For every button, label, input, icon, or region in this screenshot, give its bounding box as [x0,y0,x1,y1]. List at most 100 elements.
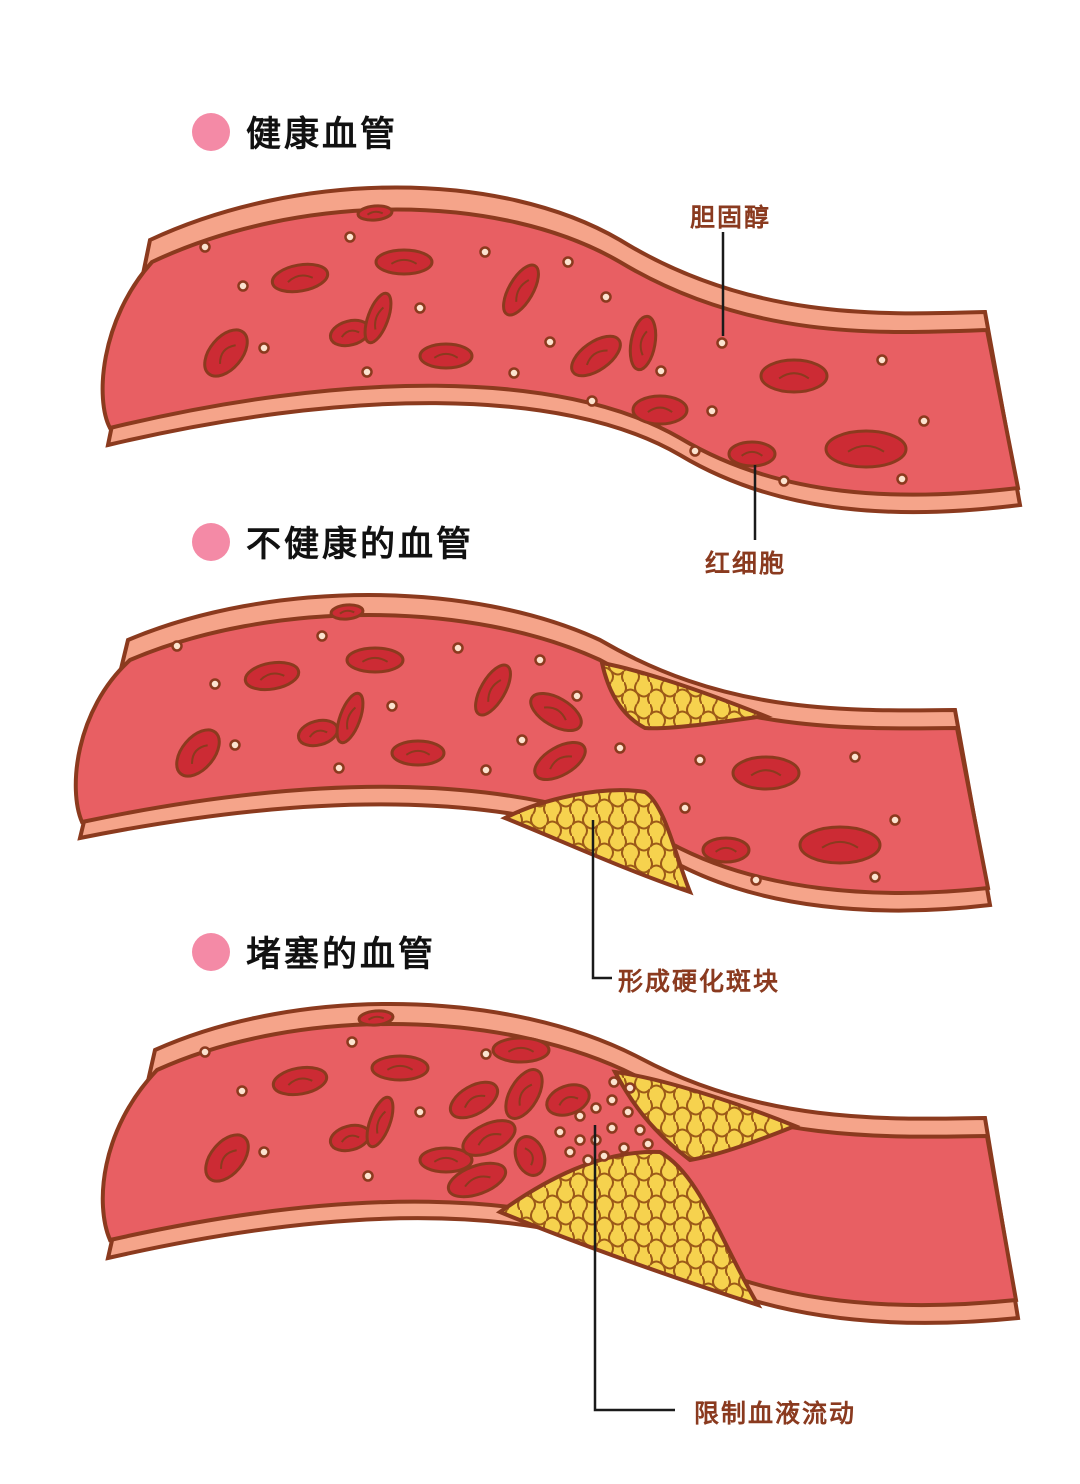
plaque-upper [611,1069,801,1163]
cholesterol-particle [716,337,728,349]
red-blood-cell [570,334,622,378]
cholesterol-particles [199,231,930,487]
red-blood-cell [448,1080,500,1120]
cholesterol-particle [199,1046,211,1058]
cholesterol-particle [564,1146,576,1158]
cholesterol-particles [199,1036,654,1182]
cholesterol-particle [634,1124,646,1136]
red-blood-cell [529,691,583,733]
plaque-lower [495,1149,763,1309]
leader-lines [591,232,757,1412]
red-blood-cell [418,342,474,370]
cholesterol-particle [582,1154,594,1166]
red-blood-cell [731,755,801,791]
cholesterol-particle [229,739,241,751]
red-blood-cell [357,1009,395,1027]
red-blood-cell [418,1146,474,1174]
red-blood-cell [545,1083,591,1117]
cholesterol-particle [918,415,930,427]
red-blood-cell [461,1119,517,1157]
section-title-text: 堵塞的血管 [246,935,437,975]
blocked-vessel [100,1002,1021,1325]
cholesterol-particle [344,231,356,243]
red-blood-cell [446,1161,508,1199]
cholesterol-particle [571,690,583,702]
cholesterol-particle [361,366,373,378]
bullet-dot-icon [192,112,230,151]
cholesterol-particle [778,475,790,487]
red-blood-cell [370,1054,430,1082]
cholesterol-particle [655,365,667,377]
section-title-unhealthy: 不健康的血管 [192,516,474,567]
red-blood-cell [270,262,330,294]
red-blood-cell [345,646,405,674]
red-blood-cell [329,603,365,621]
cholesterol-particle [199,241,211,253]
cholesterol-particle [258,1146,270,1158]
red-blood-cell [175,728,221,778]
section-title-healthy: 健康血管 [192,106,398,157]
red-blood-cell [335,691,365,745]
red-blood-cell [504,1068,544,1120]
bullet-dot-icon [192,932,230,971]
unhealthy-vessel [73,593,993,913]
red-blood-cell [390,739,446,767]
red-blood-cell [727,440,777,468]
cholesterol-particle [574,1110,586,1122]
restrict-flow-leader [593,1125,675,1412]
cholesterol-particle [750,874,762,886]
healthy-vessel [100,185,1023,515]
cholesterol-particle [508,367,520,379]
bullet-dot-icon [192,522,230,561]
cholesterol-particle [209,678,221,690]
red-blood-cell [356,204,394,222]
plaque-leader [591,820,612,980]
cholesterol-particle [554,1126,566,1138]
red-blood-cell [474,663,512,717]
red-blood-cell [271,1065,329,1097]
cholesterol-particle [516,734,528,746]
red-blood-cell [628,314,658,372]
red-blood-cell [502,263,540,317]
red-blood-cell [328,1123,372,1153]
cholesterol-particle [414,302,426,314]
cholesterol-particle [386,700,398,712]
plaque-upper [599,660,773,731]
red-blood-cell [363,291,393,345]
vessel-lumen [100,207,1021,497]
cholesterol-particle [333,762,345,774]
red-blood-cell [701,836,751,864]
cholesterol-particle [562,256,574,268]
cholesterol-particle [624,1082,636,1094]
cholesterol-particle [236,1085,248,1097]
cholesterol-particle [544,336,556,348]
cholesterol-particle [258,342,270,354]
red-blood-cell [798,825,882,865]
cholesterol-particle [237,280,249,292]
section-title-text: 不健康的血管 [246,525,475,565]
cholesterol-particle [689,445,701,457]
cholesterol-particle [598,1150,610,1162]
cholesterol-particle [480,1048,492,1060]
cholesterol-particle [316,630,328,642]
red-blood-cell [533,740,587,782]
cholesterol-particle [869,871,881,883]
red-blood-cell [365,1095,395,1149]
cholesterol-particle [642,1138,654,1150]
plaque-lower [500,788,694,896]
red-blood-cell [203,328,249,378]
red-blood-cell [759,358,829,394]
section-title-blocked: 堵塞的血管 [192,926,436,977]
label-restrict-flow: 限制血液流动 [694,1399,857,1428]
vessel-lumen [73,613,991,895]
label-red-blood-cell: 红细胞 [705,549,787,578]
label-cholesterol: 胆固醇 [690,203,772,232]
red-blood-cell [204,1133,250,1183]
red-blood-cell [513,1135,547,1177]
cholesterol-particle [606,1094,618,1106]
cholesterol-particle [574,1134,586,1146]
cholesterol-particle [346,1036,358,1048]
cholesterol-particle [706,405,718,417]
cholesterol-particle [590,1102,602,1114]
cholesterol-particle [480,764,492,776]
